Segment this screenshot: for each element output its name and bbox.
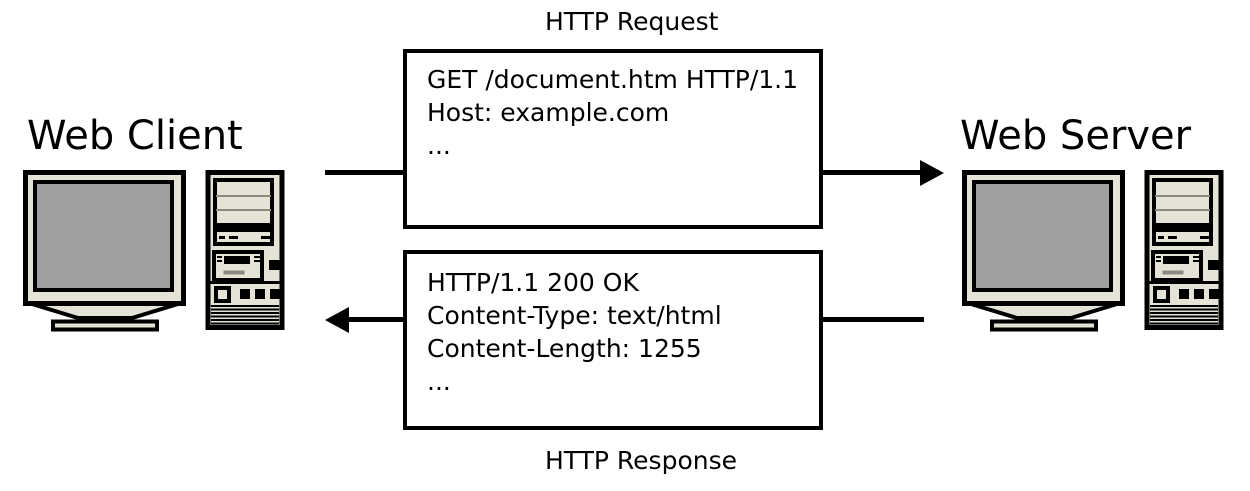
response-arrowhead-left-icon <box>325 307 349 333</box>
server-desktop-computer-icon <box>962 170 1224 332</box>
response-arrow-segment-client <box>347 317 403 322</box>
http-message-line: ... <box>427 131 451 160</box>
monitor-icon <box>962 170 1125 332</box>
response-title: HTTP Response <box>545 446 737 475</box>
request-message-box: GET /document.htm HTTP/1.1 Host: example… <box>403 49 823 229</box>
client-desktop-computer-icon <box>23 170 285 332</box>
response-arrow-segment-server <box>823 317 924 322</box>
request-arrow-segment-client <box>325 170 403 175</box>
tower-icon <box>1144 170 1224 330</box>
request-arrowhead-right-icon <box>920 160 944 186</box>
request-message-lines: GET /document.htm HTTP/1.1 Host: example… <box>407 53 819 162</box>
http-message-line: Content-Type: text/html <box>427 301 722 330</box>
response-message-lines: HTTP/1.1 200 OK Content-Type: text/html … <box>407 254 819 398</box>
http-message-line: GET /document.htm HTTP/1.1 <box>427 65 798 94</box>
http-message-line: HTTP/1.1 200 OK <box>427 268 639 297</box>
server-label: Web Server <box>960 113 1192 159</box>
request-title: HTTP Request <box>545 7 719 36</box>
tower-icon <box>205 170 285 330</box>
http-message-line: ... <box>427 367 451 396</box>
http-message-line: Content-Length: 1255 <box>427 334 702 363</box>
request-arrow-segment-server <box>823 170 922 175</box>
http-message-line: Host: example.com <box>427 98 670 127</box>
monitor-icon <box>23 170 186 332</box>
response-message-box: HTTP/1.1 200 OK Content-Type: text/html … <box>403 250 823 430</box>
client-label: Web Client <box>27 113 243 159</box>
